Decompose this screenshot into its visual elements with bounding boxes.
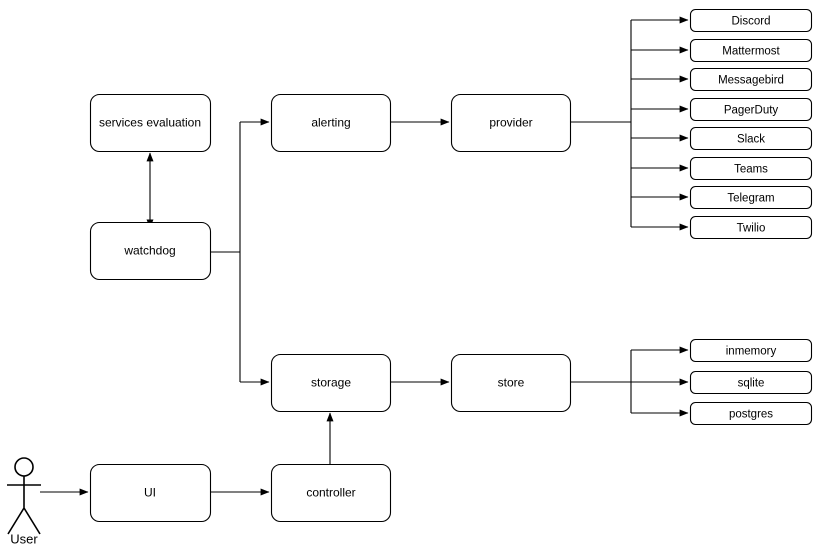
node-services-evaluation-label: services evaluation	[99, 116, 201, 130]
edge-group-provider-branches	[631, 16, 689, 231]
node-provider-discord-label: Discord	[732, 16, 771, 28]
node-storage-box	[270, 353, 392, 413]
node-store-box	[450, 353, 572, 413]
node-ui-box	[89, 463, 212, 523]
node-provider-telegram-label: Telegram	[727, 193, 774, 205]
node-provider-messagebird-label: Messagebird	[718, 75, 784, 87]
node-alerting-label: alerting	[311, 116, 350, 130]
node-watchdog[interactable]: watchdog	[89, 221, 212, 281]
node-provider-label: provider	[489, 116, 532, 130]
node-provider-slack-box	[689, 126, 813, 151]
node-store-postgres[interactable]: postgres	[689, 401, 813, 426]
node-provider-messagebird[interactable]: Messagebird	[689, 67, 813, 92]
node-provider-mattermost[interactable]: Mattermost	[689, 38, 813, 63]
actor-label: User	[10, 531, 38, 546]
edge-group-store-branches	[631, 346, 689, 417]
node-provider-teams-box	[689, 156, 813, 181]
node-provider-slack[interactable]: Slack	[689, 126, 813, 151]
node-provider[interactable]: provider	[450, 93, 572, 153]
node-provider-pagerduty-label: PagerDuty	[724, 105, 779, 117]
node-provider-teams[interactable]: Teams	[689, 156, 813, 181]
node-store[interactable]: store	[450, 353, 572, 413]
node-provider-discord-box	[689, 8, 813, 33]
node-store-postgres-box	[689, 401, 813, 426]
node-provider-teams-label: Teams	[734, 164, 768, 176]
stick-figure-actor-icon	[14, 457, 34, 477]
node-controller-box	[270, 463, 392, 523]
node-store-inmemory-box	[689, 338, 813, 363]
node-store-label: store	[498, 376, 525, 390]
node-provider-discord[interactable]: Discord	[689, 8, 813, 33]
node-store-sqlite-label: sqlite	[738, 378, 765, 390]
node-provider-box	[450, 93, 572, 153]
node-store-sqlite-box	[689, 370, 813, 395]
node-provider-pagerduty-box	[689, 97, 813, 122]
node-storage-label: storage	[311, 376, 351, 390]
node-ui[interactable]: UI	[89, 463, 212, 523]
node-watchdog-box	[89, 221, 212, 281]
provider-list: Discord Mattermost Messagebird PagerDuty…	[689, 8, 813, 240]
node-provider-slack-label: Slack	[737, 134, 765, 146]
node-watchdog-label: watchdog	[123, 244, 175, 258]
node-ui-label: UI	[144, 486, 156, 500]
node-controller[interactable]: controller	[270, 463, 392, 523]
node-store-inmemory-label: inmemory	[726, 346, 777, 358]
node-store-sqlite[interactable]: sqlite	[689, 370, 813, 395]
node-storage[interactable]: storage	[270, 353, 392, 413]
node-provider-twilio[interactable]: Twilio	[689, 215, 813, 240]
node-services-evaluation-box	[89, 93, 212, 153]
actor-user[interactable]: User	[7, 457, 41, 546]
node-provider-twilio-label: Twilio	[737, 223, 766, 235]
actor-body-icon	[7, 476, 41, 535]
store-list: inmemory sqlite postgres	[689, 338, 813, 426]
node-provider-mattermost-label: Mattermost	[722, 46, 780, 58]
node-alerting[interactable]: alerting	[270, 93, 392, 153]
node-provider-messagebird-box	[689, 67, 813, 92]
node-controller-label: controller	[306, 486, 355, 500]
node-provider-mattermost-box	[689, 38, 813, 63]
node-provider-pagerduty[interactable]: PagerDuty	[689, 97, 813, 122]
node-alerting-box	[270, 93, 392, 153]
node-provider-telegram[interactable]: Telegram	[689, 185, 813, 210]
node-provider-telegram-box	[689, 185, 813, 210]
node-services-evaluation[interactable]: services evaluation	[89, 93, 212, 153]
node-store-postgres-label: postgres	[729, 409, 773, 421]
node-provider-twilio-box	[689, 215, 813, 240]
node-store-inmemory[interactable]: inmemory	[689, 338, 813, 363]
